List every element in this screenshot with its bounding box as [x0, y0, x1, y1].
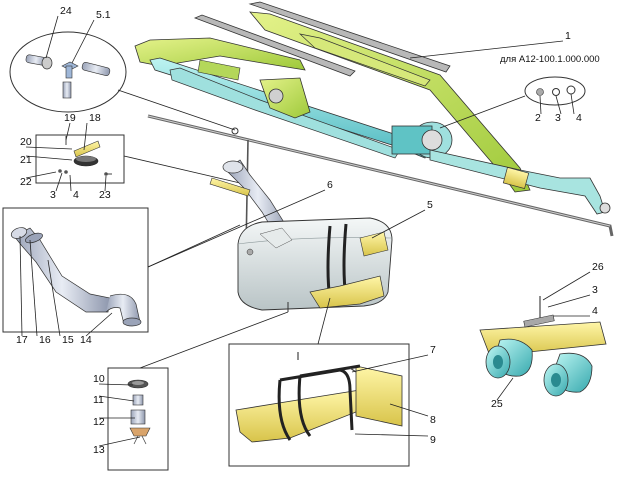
callout-label-24: 24: [60, 5, 72, 17]
callout-label-19: 19: [64, 112, 76, 124]
detail-circle-wiper: [9, 31, 239, 135]
leader-line-4a: [570, 93, 575, 115]
callout-label-5: 5: [427, 199, 433, 211]
callout-label-7: 7: [430, 344, 436, 356]
washer-tank-assembly: [209, 139, 393, 312]
leader-line-22: [25, 171, 57, 179]
leader-line-24: [45, 15, 59, 59]
callout-label-9: 9: [430, 434, 436, 446]
leader-line-15: [47, 259, 61, 337]
callout-label-8: 8: [430, 414, 436, 426]
leader-line-11: [98, 395, 135, 402]
leader-line-3c: [547, 294, 591, 308]
leader-line-13: [98, 436, 141, 447]
leader-line-16: [29, 239, 38, 337]
callout-label-25: 25: [491, 398, 503, 410]
callout-label-20: 20: [20, 136, 32, 148]
callout-label-23: 23: [99, 189, 111, 201]
callout-label-10: 10: [93, 373, 105, 385]
leader-line-2: [539, 95, 542, 115]
leader-line-10: [98, 383, 134, 386]
wiper-assembly: [134, 1, 614, 237]
callout-label-5.1: 5.1: [96, 9, 111, 21]
leader-line-19: [65, 122, 71, 141]
callout-label-2: 2: [535, 112, 541, 124]
callout-label-18: 18: [89, 112, 101, 124]
callout-label-1: 1: [565, 30, 571, 42]
callout-label-4a: 4: [576, 112, 582, 124]
leader-line-4b: [69, 174, 72, 192]
callout-label-11: 11: [93, 394, 104, 406]
detail-box-tank-bracket: [228, 297, 410, 467]
leader-line-5: [371, 209, 426, 239]
detail-box-filler-neck: [2, 207, 241, 333]
leader-line-3b: [55, 172, 63, 192]
callout-label-3c: 3: [592, 284, 598, 296]
leader-line-25: [496, 377, 514, 401]
leader-line-9: [354, 433, 429, 437]
leader-line-17: [19, 235, 23, 337]
callout-leaders: [19, 15, 591, 447]
leader-line-18: [83, 122, 88, 151]
leader-line-23: [104, 175, 107, 192]
callout-label-4b: 4: [73, 189, 79, 201]
detail-box-bracket: [35, 134, 241, 184]
callout-label-12: 12: [93, 416, 105, 428]
leader-line-26: [542, 271, 591, 301]
leader-line-1: [409, 40, 564, 59]
leader-line-3a: [555, 95, 562, 115]
leader-line-7: [351, 354, 429, 373]
callout-label-15: 15: [62, 334, 74, 346]
detail-box-sender: [107, 311, 289, 471]
callout-label-3a: 3: [555, 112, 561, 124]
callout-label-13: 13: [93, 444, 105, 456]
leader-line-6: [147, 189, 326, 268]
callout-label-3b: 3: [50, 189, 56, 201]
leader-line-14: [85, 312, 113, 337]
callout-label-6: 6: [327, 179, 333, 191]
leader-line-5.1: [71, 19, 95, 64]
callout-label-14: 14: [80, 334, 92, 346]
leader-line-20: [25, 146, 73, 150]
leader-line-8: [389, 403, 429, 417]
callout-label-16: 16: [39, 334, 51, 346]
callout-label-17: 17: [16, 334, 28, 346]
callout-label-22: 22: [20, 176, 32, 188]
leader-line-21: [25, 155, 73, 161]
callout-label-26: 26: [592, 261, 604, 273]
variant-note: для А12-100.1.000.000: [500, 54, 600, 65]
callout-label-4c: 4: [592, 305, 598, 317]
horn-assembly: [479, 296, 607, 397]
callout-label-21: 21: [20, 154, 32, 166]
